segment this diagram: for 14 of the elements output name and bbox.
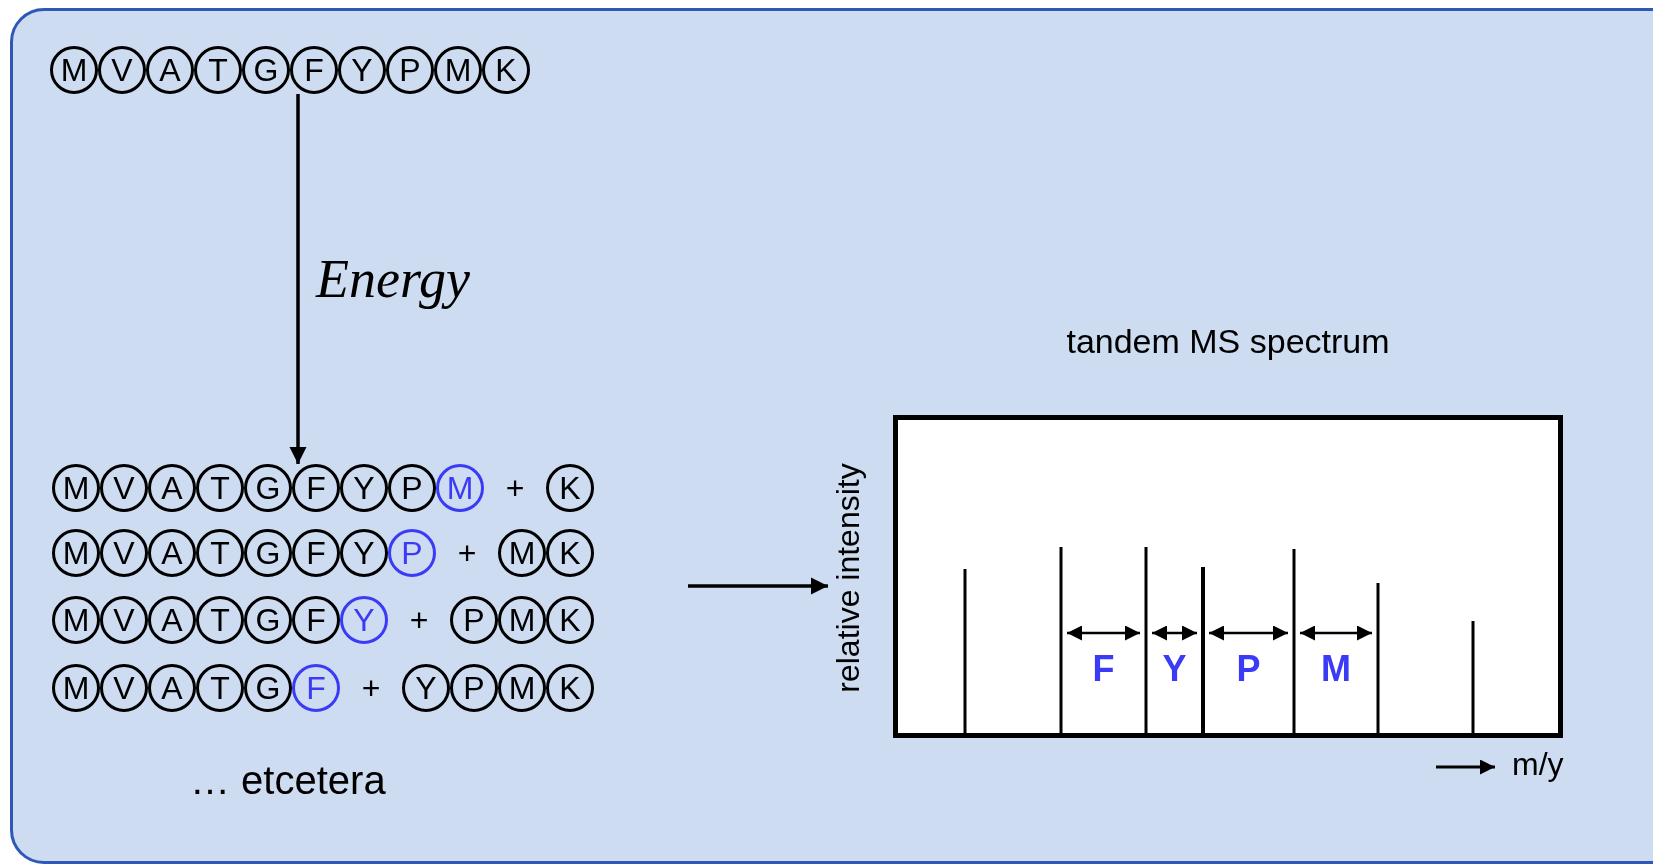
chart-title: tandem MS spectrum xyxy=(1065,324,1391,358)
plus-sign: + xyxy=(504,469,526,508)
residue-label: P xyxy=(1235,651,1262,687)
plus-sign: + xyxy=(408,601,430,640)
plus-sign: + xyxy=(360,669,382,708)
arrow xyxy=(688,577,828,595)
note-text: … etcetera xyxy=(190,760,386,800)
residue-label: M xyxy=(1320,651,1352,687)
plus-sign: + xyxy=(456,534,478,573)
arrow xyxy=(289,94,307,464)
residue-label: Y xyxy=(1161,651,1188,687)
axis-label: m/y xyxy=(1512,748,1564,780)
residue-label: F xyxy=(1091,651,1116,687)
axis-label: relative intensity xyxy=(829,462,867,695)
